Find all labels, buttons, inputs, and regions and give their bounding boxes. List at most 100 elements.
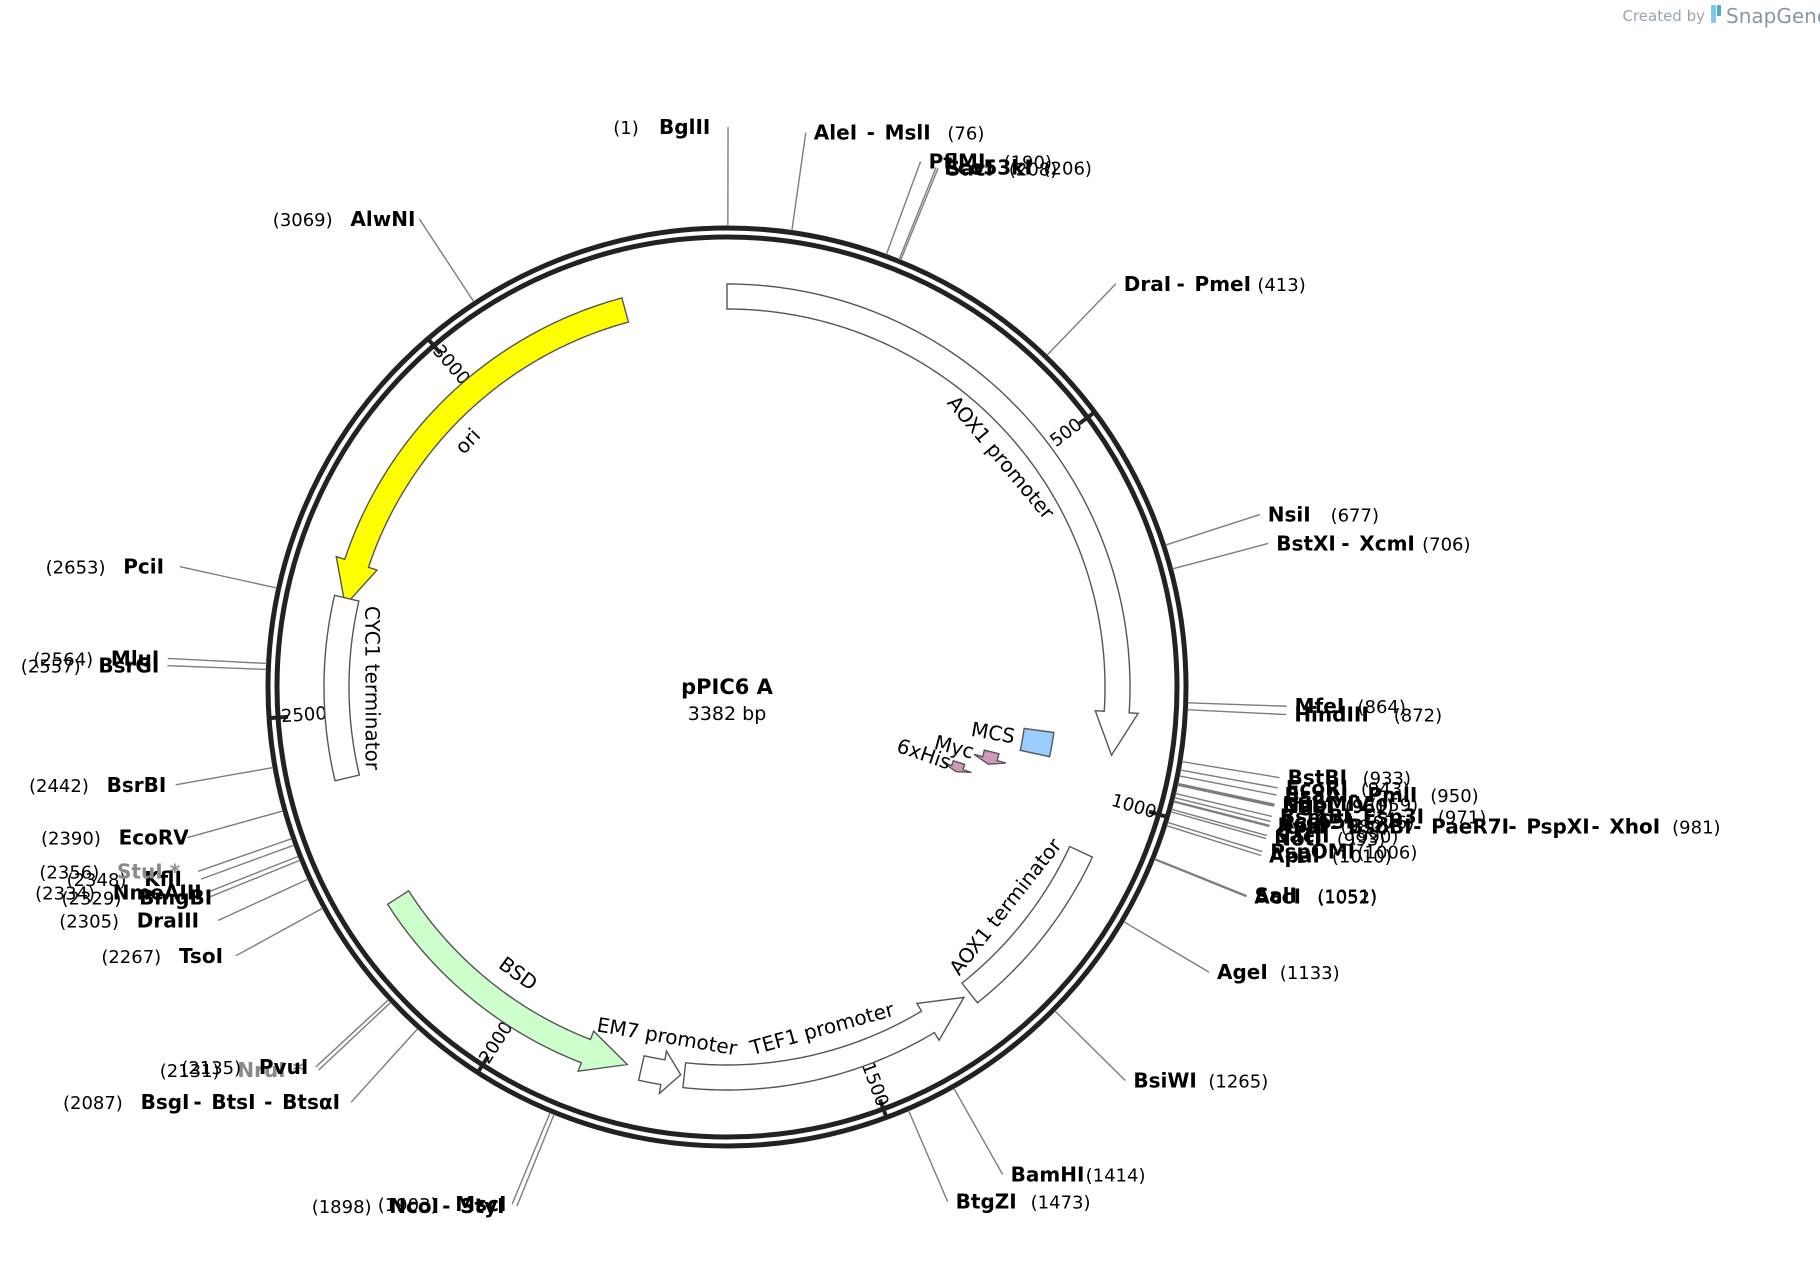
leader-ncoi xyxy=(516,1114,555,1207)
feature-tef1-promoter xyxy=(682,996,966,1091)
site-enzyme-ngomiv: NgoMIV xyxy=(1283,792,1371,816)
site-enzyme-bglii: BglII xyxy=(659,115,710,139)
site-sfii: SfiI (960) xyxy=(1282,793,1393,817)
site-enzyme-sacii: SacII xyxy=(1275,824,1330,848)
site-position-avai: (981) xyxy=(1672,817,1720,838)
site-enzyme-sali: SalI xyxy=(1255,884,1297,908)
site-agei: AgeI(1133) xyxy=(1217,960,1340,984)
site-position-eco53ki: (206) xyxy=(1044,159,1092,180)
site-separator: - xyxy=(1345,804,1353,828)
leader-kpni xyxy=(1173,800,1270,827)
site-separator: - xyxy=(442,1194,450,1218)
site-enzyme-mlui: MluI xyxy=(111,646,159,670)
leader-ecori xyxy=(1180,769,1278,789)
site-bsgi: (2087)BsgI-BtsI-BtsαI xyxy=(63,1090,340,1114)
site-position-hindiii: (872) xyxy=(1394,706,1442,727)
tick-label-2500: 2500 xyxy=(280,703,327,727)
leader-bamhi xyxy=(953,1087,1004,1175)
site-separator: - xyxy=(1341,531,1349,555)
leader-pspomi xyxy=(1167,821,1263,853)
site-enzyme-ecorv: EcoRV xyxy=(119,826,190,850)
leader-mlui xyxy=(167,657,267,665)
site-enzyme-paer7i: PaeR7I xyxy=(1431,814,1509,838)
site-separator: - xyxy=(867,121,875,145)
feature-label-bsd: BSD xyxy=(494,952,542,996)
site-enzyme-bstxi: BstXI xyxy=(1276,531,1336,555)
site-eco53ki: Eco53kI(206) xyxy=(944,156,1092,180)
site-position-nsii: (677) xyxy=(1331,506,1379,527)
leader-bsrgi xyxy=(167,664,267,671)
leader-pflmi xyxy=(885,161,922,255)
site-separator: - xyxy=(1413,814,1421,838)
site-alwni: (3069)AlwNI xyxy=(273,207,416,231)
site-position-bsgi: (2087) xyxy=(63,1093,123,1114)
leader-nrui xyxy=(318,1001,392,1071)
site-position-nrui: (2131) xyxy=(160,1061,220,1082)
site-separator: - xyxy=(264,1090,272,1114)
leader-draiii xyxy=(217,878,309,922)
site-enzyme-xcmi: XcmI xyxy=(1359,531,1415,555)
site-enzyme-nrui: NruI * xyxy=(237,1058,303,1082)
leader-eco53ki xyxy=(898,167,937,260)
leader-mfei xyxy=(1187,702,1287,707)
leader-tsoi xyxy=(235,907,323,957)
leader-noti xyxy=(1170,811,1267,840)
site-acc65i: Acc65I(976) xyxy=(1279,809,1415,833)
site-position-bamhi: (1414) xyxy=(1086,1165,1146,1186)
site-enzyme-pcii: PciI xyxy=(123,555,164,579)
site-enzyme-pflmi: PflMI xyxy=(929,150,986,174)
site-enzyme-bamhi: BamHI xyxy=(1011,1162,1085,1186)
site-enzyme-acc65i: Acc65I xyxy=(1279,809,1353,833)
site-enzyme-draiii: DraIII xyxy=(137,908,199,932)
site-nmeaiii: (2334)NmeAIII xyxy=(35,881,202,905)
site-pvui: (2135)PvuI xyxy=(181,1055,308,1079)
site-enzyme-btgzi: BtgZI xyxy=(956,1190,1017,1214)
leader-avai xyxy=(1173,801,1270,828)
leader-nmeaiii xyxy=(205,855,299,894)
site-enzyme-acci: AccI xyxy=(1254,885,1301,909)
site-position-acci: (1052) xyxy=(1317,888,1377,909)
site-enzyme-styi: StyI xyxy=(460,1194,504,1218)
site-kfli: (2348)KflI xyxy=(67,867,182,891)
leader-kfli xyxy=(200,844,295,880)
site-position-pflmi: (190) xyxy=(1004,153,1052,174)
site-enzyme-ncoi: NcoI xyxy=(389,1194,439,1218)
site-position-sfii: (960) xyxy=(1345,796,1393,817)
site-separator: - xyxy=(1330,814,1338,838)
site-saci: SacI(208) xyxy=(946,156,1057,180)
leader-stui xyxy=(197,838,292,872)
site-bsaai: BsaAI-PmlI(950) xyxy=(1284,783,1478,807)
site-position-bstxi: (706) xyxy=(1422,534,1470,555)
site-position-bsaai: (950) xyxy=(1430,786,1478,807)
leader-ngomiv xyxy=(1177,782,1275,805)
site-enzyme-bsrgi: BsrGI xyxy=(98,654,159,678)
feature-myc xyxy=(973,749,1007,765)
site-enzyme-stui: StuI * xyxy=(117,859,181,883)
tick-mark-1000 xyxy=(1148,809,1170,820)
leader-bsmbi xyxy=(1175,792,1273,818)
feature-em7-promoter xyxy=(637,1049,682,1096)
leader-sali xyxy=(1154,858,1247,897)
site-enzyme-tsoi: TsoI xyxy=(179,944,223,968)
leader-bstbi xyxy=(1181,760,1280,779)
leader-btgzi xyxy=(908,1110,949,1202)
site-naei: NaeI(961) xyxy=(1282,794,1393,818)
site-enzyme-sfii: SfiI xyxy=(1282,793,1319,817)
site-enzyme-alei: AleI xyxy=(814,121,857,145)
site-enzyme-nmeaiii: NmeAIII xyxy=(113,881,202,905)
leader-naei xyxy=(1177,784,1275,807)
site-enzyme-msli: MslI xyxy=(885,121,931,145)
site-position-ngomiv: (959) xyxy=(1370,795,1418,816)
site-separator: - xyxy=(1591,814,1599,838)
site-enzyme-nsii: NsiI xyxy=(1268,503,1311,527)
feature-mcs xyxy=(1019,727,1055,758)
site-enzyme-bsobi: BsoBI xyxy=(1348,814,1412,838)
tick-mark-500 xyxy=(1078,409,1098,426)
snapgene-wordmark: SnapGene xyxy=(1726,4,1820,28)
site-pspomi: PspOMI(1006) xyxy=(1270,840,1417,864)
site-bsiwi: BsiWI(1265) xyxy=(1133,1069,1268,1093)
leader-bstxi xyxy=(1172,542,1269,570)
site-bsrgi: (2557)BsrGI xyxy=(21,654,159,678)
site-position-draiii: (2305) xyxy=(59,911,119,932)
